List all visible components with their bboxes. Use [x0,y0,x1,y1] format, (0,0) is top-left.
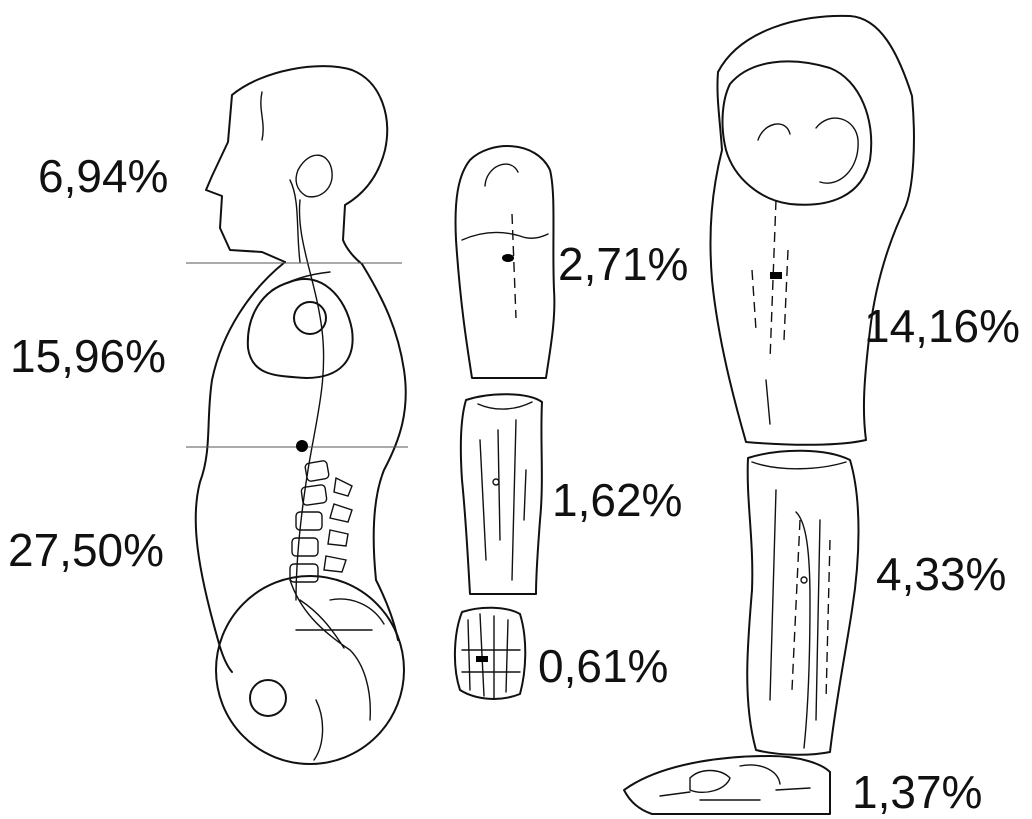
torso-outline [196,262,285,672]
hand-outline [455,608,525,699]
hand-mass-center [476,656,488,662]
thigh-dashes [752,200,788,360]
shank-outline [747,451,858,755]
ear-shape [296,155,332,197]
label-foot: 1,37% [852,766,982,818]
forearm-mass-center [493,479,499,485]
upper-arm-dash [512,214,516,318]
forearm-outline [461,394,542,594]
label-forearm: 1,62% [552,474,682,526]
arm-figure [455,146,554,699]
trunk-figure [186,66,408,764]
rib-arc [272,272,330,290]
face-detail [261,92,300,262]
ilium-detail [314,599,384,760]
label-thorax: 15,96% [10,330,166,382]
shank-mass-center [801,577,807,583]
sacrum [290,580,372,720]
femoral-head [758,118,858,183]
knee-line [766,380,770,424]
forearm-detail [478,402,532,580]
thigh-outline [710,16,913,445]
hip-joint [250,680,286,716]
shank-top [752,462,846,469]
upper-arm-mass-center [502,254,514,262]
label-thigh: 14,16% [864,300,1020,352]
label-abdomen-pelvis: 27,50% [8,524,164,576]
thorax-mass-center [296,440,308,452]
head-neck-outline [206,66,387,264]
label-hand: 0,61% [538,640,668,692]
upper-arm-detail [462,164,548,240]
leg-figure [624,16,914,814]
back-outline [362,264,406,640]
label-shank: 4,33% [876,548,1006,600]
shank-dashes [792,520,830,700]
foot-outline [624,756,830,814]
hip-socket [723,61,872,204]
pelvis-outline [216,576,404,764]
thigh-mass-center [770,272,782,279]
label-upper-arm: 2,71% [558,238,688,290]
scapula-shape [248,279,353,378]
vertebrae [290,460,352,582]
foot-detail [660,765,810,800]
hand-detail [462,614,520,698]
upper-arm-outline [456,146,555,378]
label-head-neck: 6,94% [38,150,168,202]
